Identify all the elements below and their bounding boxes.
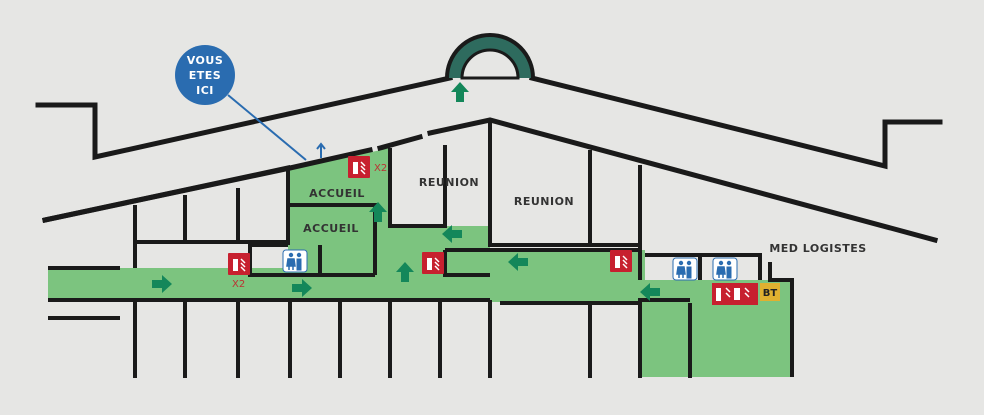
fire-equipment-panel	[712, 283, 758, 305]
room-label-accueil-1: ACCUEIL	[309, 187, 365, 200]
room-label-med-logistes: MED LOGISTES	[769, 242, 866, 255]
you-are-here-line3: ICI	[196, 84, 214, 97]
toilet-icon	[282, 249, 308, 273]
interior-walls	[48, 122, 794, 378]
fire-extinguisher-icon	[347, 155, 371, 179]
you-are-here-line2: ETES	[189, 69, 221, 82]
you-are-here-line1: VOUS	[187, 54, 224, 67]
alarm-button-icon	[734, 288, 740, 300]
location-pointer-icon	[316, 142, 326, 158]
room-label-reunion-1: REUNION	[419, 176, 479, 189]
outer-roof-outline	[35, 33, 943, 170]
exit-arrow-up	[451, 82, 469, 102]
toilet-icon	[712, 257, 738, 281]
fire-extinguisher-icon	[609, 249, 633, 273]
fire-extinguisher-icon	[421, 251, 445, 275]
toilet-icon	[672, 257, 698, 281]
extinguisher-count: X2	[374, 163, 387, 174]
room-label-reunion-2: REUNION	[514, 195, 574, 208]
bt-label: BT	[763, 288, 778, 299]
extinguisher-count: X2	[232, 279, 245, 290]
you-are-here-marker: VOUS ETES ICI	[175, 45, 326, 161]
room-label-accueil-2: ACCUEIL	[303, 222, 359, 235]
bt-box	[760, 283, 780, 301]
fire-extinguisher-icon	[227, 252, 251, 276]
